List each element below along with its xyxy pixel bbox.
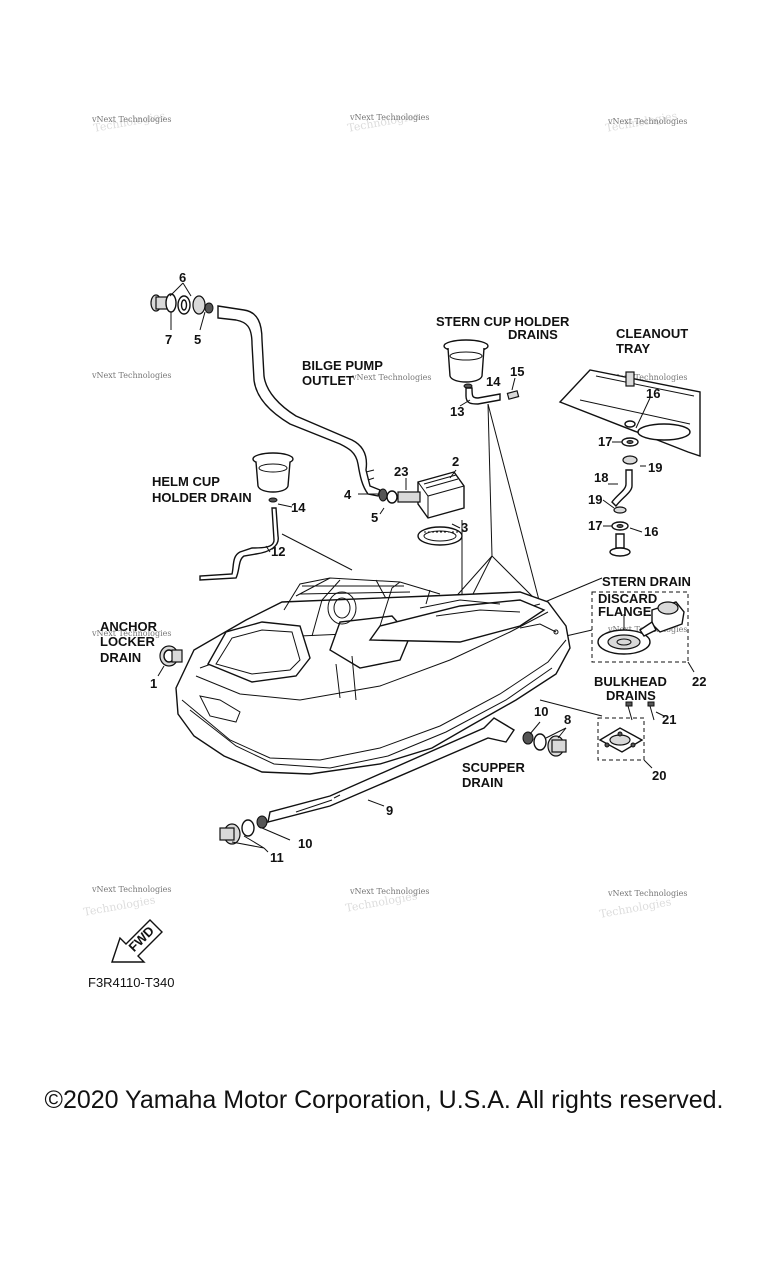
callout-9: 9 — [386, 803, 393, 818]
cleanout-tray — [558, 369, 701, 557]
callout-14: 14 — [486, 374, 501, 389]
watermark: vNext Technologies — [349, 887, 429, 896]
svg-text:Technologies: Technologies — [598, 895, 672, 921]
callout-18: 18 — [594, 470, 608, 485]
callout-14-helm: 14 — [291, 500, 306, 515]
label-anchor: ANCHOR — [100, 619, 158, 634]
scupper-drain — [219, 717, 567, 845]
label-flange: FLANGE — [598, 604, 652, 619]
callout-numbers: 6 7 5 15 14 13 16 17 19 18 19 17 16 2 23… — [150, 270, 706, 865]
label-bulkhead: BULKHEAD — [594, 674, 667, 689]
callout-19: 19 — [648, 460, 662, 475]
callout-17: 17 — [598, 434, 612, 449]
svg-text:Technologies: Technologies — [82, 893, 156, 919]
copyright-notice: ©2020 Yamaha Motor Corporation, U.S.A. A… — [44, 1086, 724, 1114]
watermark: vNext Technologies — [607, 889, 687, 898]
callout-20: 20 — [652, 768, 666, 783]
callout-4: 4 — [344, 487, 352, 502]
label-helm-cup: HELM CUP — [152, 474, 220, 489]
callout-5: 5 — [194, 332, 201, 347]
watermark: vNext Technologies — [91, 885, 171, 894]
callout-5-pump: 5 — [371, 510, 378, 525]
fwd-arrow: FWD — [111, 919, 163, 963]
bilge-pump — [378, 471, 465, 546]
callout-8: 8 — [564, 712, 571, 727]
label-stern-cup-drains: DRAINS — [508, 327, 558, 342]
callout-10: 10 — [534, 704, 548, 719]
callout-15: 15 — [510, 364, 524, 379]
callout-16-lower: 16 — [644, 524, 658, 539]
label-discard: DISCARD — [598, 591, 657, 606]
anchor-locker-drain — [159, 645, 183, 667]
callout-17-lower: 17 — [588, 518, 602, 533]
callout-10-lower: 10 — [298, 836, 312, 851]
label-holder-drain: HOLDER DRAIN — [152, 490, 252, 505]
bilge-hose — [217, 305, 381, 497]
bulkhead-drains-box — [597, 701, 655, 761]
callout-13: 13 — [450, 404, 464, 419]
callout-23: 23 — [394, 464, 408, 479]
label-locker: LOCKER — [100, 634, 156, 649]
callout-1: 1 — [150, 676, 157, 691]
watermark: vNext Technologies — [351, 373, 431, 382]
watermark: vNext Technologies — [607, 117, 687, 126]
watermark: vNext Technologies — [91, 371, 171, 380]
callout-7: 7 — [165, 332, 172, 347]
bilge-outlet-fitting — [150, 293, 214, 315]
watermark: vNext Technologies — [91, 115, 171, 124]
boat-hull — [175, 577, 571, 775]
callout-21: 21 — [662, 712, 676, 727]
callout-16: 16 — [646, 386, 660, 401]
label-scupper-drain: DRAIN — [462, 775, 503, 790]
watermark: vNext Technologies — [349, 113, 429, 122]
label-scupper: SCUPPER — [462, 760, 525, 775]
label-bulkhead-drains: DRAINS — [606, 688, 656, 703]
callout-22: 22 — [692, 674, 706, 689]
label-bilge-pump: BILGE PUMP — [302, 358, 383, 373]
label-stern-cup-holder: STERN CUP HOLDER — [436, 314, 570, 329]
callout-3: 3 — [461, 520, 468, 535]
helm-cup-holder — [199, 452, 294, 581]
label-anchor-drain: DRAIN — [100, 650, 141, 665]
callout-11: 11 — [270, 850, 284, 865]
label-tray: TRAY — [616, 341, 651, 356]
watermark: vNext Technologies — [607, 373, 687, 382]
watermark-group: Technologies vNext Technologies Technolo… — [82, 109, 687, 921]
callout-19-lower: 19 — [588, 492, 602, 507]
label-outlet: OUTLET — [302, 373, 354, 388]
label-cleanout: CLEANOUT — [616, 326, 688, 341]
diagram-code: F3R4110-T340 — [88, 975, 174, 990]
callout-2: 2 — [452, 454, 459, 469]
callout-6: 6 — [179, 270, 186, 285]
stern-drain-box — [591, 591, 689, 663]
label-stern-drain: STERN DRAIN — [602, 574, 691, 589]
callout-12: 12 — [271, 544, 285, 559]
watermark: vNext Technologies — [91, 629, 171, 638]
stern-cup-holder — [443, 339, 520, 405]
section-labels: STERN CUP HOLDER DRAINS CLEANOUT TRAY BI… — [100, 314, 691, 790]
